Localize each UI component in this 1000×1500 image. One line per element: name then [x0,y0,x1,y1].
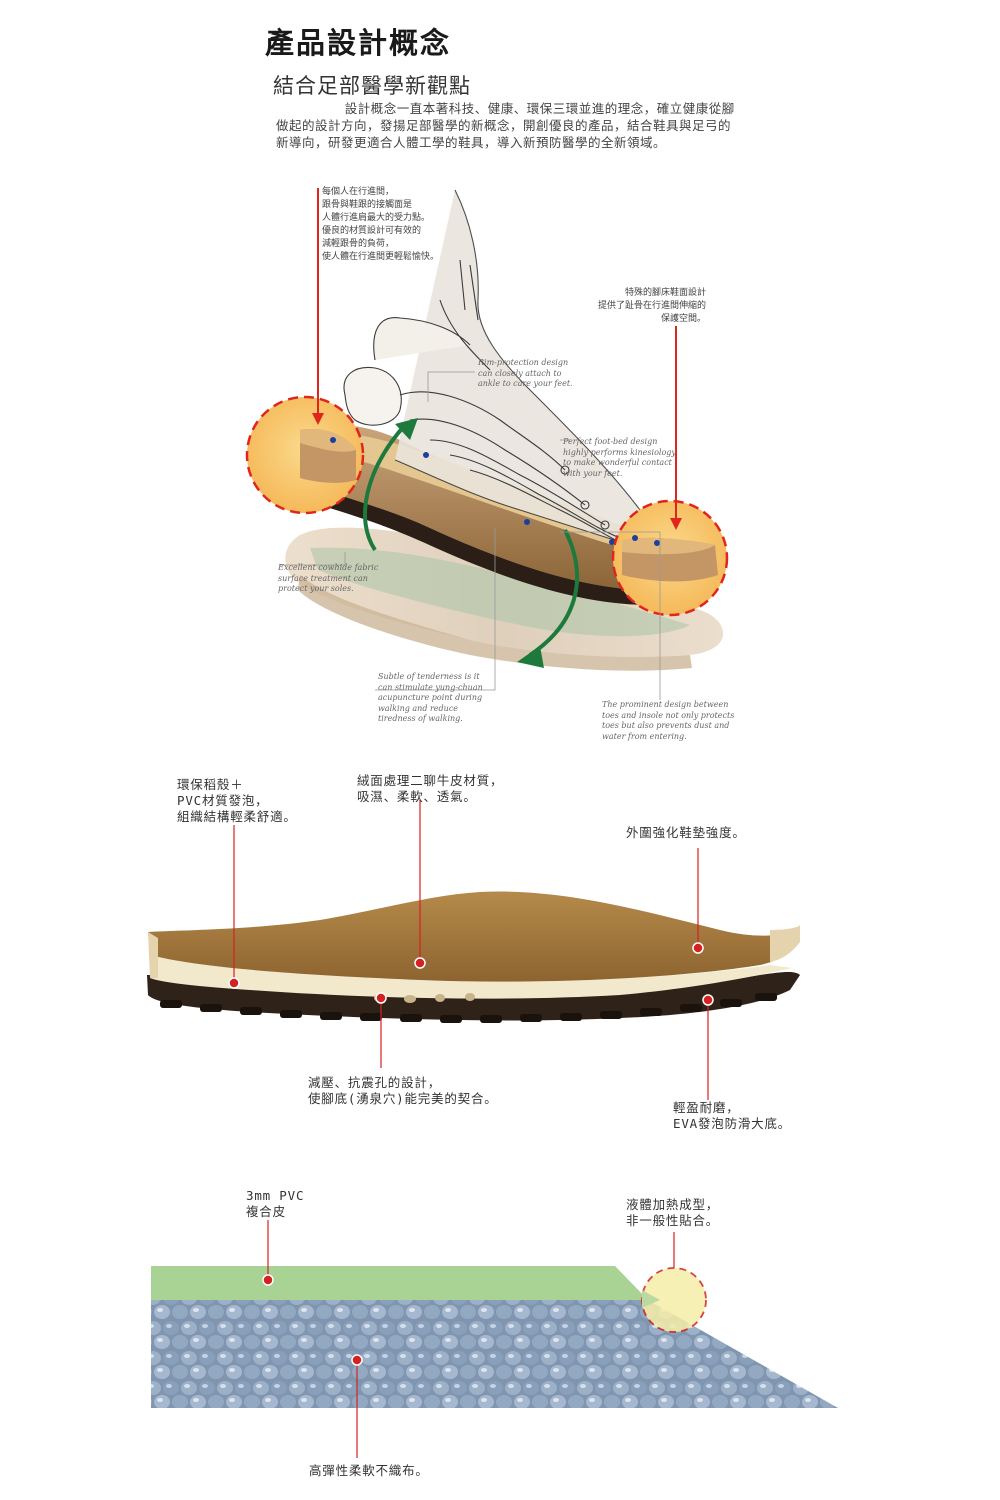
nonwoven-label: 高彈性柔軟不織布。 [309,1463,429,1479]
intro-paragraph: 設計概念一直本著科技、健康、環保三環並進的理念，確立健康從腳做起的設計方向，發揚… [276,100,738,151]
heat-mold-label: 液體加熱成型， 非一般性貼合。 [626,1197,719,1229]
heel-note-line: 每個人在行進間， [322,187,395,197]
tenderness-note-line: acupuncture point during [378,693,483,702]
eco-label-line: 組織結構輕柔舒適。 [177,809,297,824]
sole-red-pointers [233,800,709,1100]
sole-cross-section-diagram [147,800,800,1100]
heel-note-line: 人體行進肩最大的受力點。 [322,213,431,223]
toe-note-line: 特殊的腳床鞋面設計 [625,288,707,298]
tenderness-note-line: Subtle of tenderness is it [378,672,480,681]
red-pointers [312,188,682,530]
tenderness-note-line: tiredness of walking. [378,714,463,723]
cowhide-note: Excellent cowhide fabric surface treatme… [278,563,378,595]
footbed-note-line: to make wonderful contact [563,458,672,467]
rim-protection-note: Rim-protection design can closely attach… [478,358,573,390]
pvc-label-line: 3mm PVC [246,1188,305,1203]
eva-sole-label: 輕盈耐磨， EVA發泡防滑大底。 [673,1100,791,1132]
insole-rim [148,932,158,978]
callout-connectors [280,371,661,700]
mold-label-line: 非一般性貼合。 [626,1213,720,1228]
rim-note-line: Rim-protection design [478,358,569,367]
suede-top-layer [148,891,800,982]
sole-red-dots [228,942,714,1006]
tenderness-note: Subtle of tenderness is it can stimulate… [378,672,483,725]
footbed-note-line: with your feet. [563,468,623,478]
suede-label-line: 吸濕、柔軟、透氣。 [357,789,477,804]
footbed-note-line: highly performs kinesiology [563,447,676,457]
shock-holes-label: 減壓、抗震孔的設計， 使腳底(湧泉穴)能完美的契合。 [308,1075,498,1107]
pvc-layer [151,1266,648,1300]
pvc-label-line: 複合皮 [246,1204,286,1219]
heel-note-line: 優良的材質設計可有效的 [322,226,422,236]
sole-label-line: EVA發泡防滑大底。 [673,1116,792,1131]
prominent-note-line: toes but also prevents dust and [602,721,730,730]
heel-note-line: 使人體在行進間更輕鬆愉快。 [322,252,440,262]
layer-red-dots [262,1274,363,1366]
tenderness-note-line: walking and reduce [378,703,459,713]
page-title: 產品設計概念 [265,26,452,60]
eco-material-label: 環保稻殼＋ PVC材質發泡， 組織結構輕柔舒適。 [177,777,297,825]
cowhide-note-line: surface treatment can [278,573,368,583]
insole-toe-rim [770,925,800,962]
material-layer-diagram [151,1220,838,1458]
intro-text: 設計概念一直本著科技、健康、環保三環並進的理念，確立健康從腳做起的設計方向，發揚… [276,101,735,150]
toe-note-line: 保護空間。 [661,314,707,324]
heel-note-line: 跟骨與鞋跟的接觸面是 [322,200,413,210]
footbed-note-line: Perfect foot-bed design [563,437,658,446]
rim-note-line: can closely attach to [478,368,562,378]
prominent-note-line: The prominent design between [602,700,729,709]
tenderness-note-line: can stimulate yung-chuan [378,682,483,692]
suede-label-line: 絨面處理二聊牛皮材質， [357,773,504,788]
heel-note-line: 減輕跟骨的負荷， [322,239,395,249]
toe-note-line: 提供了趾骨在行進間伸縮的 [598,301,707,311]
rim-label-line: 外圍強化鞋墊強度。 [626,825,746,840]
eco-label-line: 環保稻殼＋ [177,777,244,792]
mold-zoom-circle [641,1267,707,1333]
prominent-note-line: toes and insole not only protects [602,710,735,720]
sandal-foot-diagram [245,188,729,700]
arrow-up-head [395,418,418,440]
cowhide-note-line: protect your soles. [278,584,354,593]
mold-label-line: 液體加熱成型， [626,1197,720,1212]
prominent-design-note: The prominent design between toes and in… [602,700,734,742]
foot-skeleton-illustration [343,189,650,549]
page-subtitle: 結合足部醫學新觀點 [273,74,471,98]
nonwoven-fabric-layer [151,1300,838,1408]
toe-zoom-circle [611,499,729,617]
prominent-note-line: water from entering. [602,731,687,741]
pvc-label: 3mm PVC 複合皮 [246,1188,304,1220]
holes-label-line: 使腳底(湧泉穴)能完美的契合。 [308,1091,498,1106]
toe-note: 特殊的腳床鞋面設計 提供了趾骨在行進間伸縮的 保護空間。 [598,287,706,326]
fabric-label-line: 高彈性柔軟不織布。 [309,1463,429,1478]
heel-note: 每個人在行進間， 跟骨與鞋跟的接觸面是 人體行進肩最大的受力點。 優良的材質設計… [322,186,439,264]
sole-label-line: 輕盈耐磨， [673,1100,740,1115]
footbed-note: Perfect foot-bed design highly performs … [563,437,676,479]
motion-arrows [363,423,580,657]
cowhide-note-line: Excellent cowhide fabric [278,563,379,572]
layer-red-pointers [267,1220,675,1458]
holes-label-line: 減壓、抗震孔的設計， [308,1075,442,1090]
outsole-tread [160,993,777,1023]
suede-material-label: 絨面處理二聊牛皮材質， 吸濕、柔軟、透氣。 [357,773,503,805]
rim-strength-label: 外圍強化鞋墊強度。 [626,825,746,841]
arrow-down-head [517,646,544,668]
heel-zoom-circle [245,395,365,515]
foam-midlayer [150,955,792,999]
rim-note-line: ankle to care your feet. [478,379,573,388]
eco-label-line: PVC材質發泡， [177,793,269,808]
